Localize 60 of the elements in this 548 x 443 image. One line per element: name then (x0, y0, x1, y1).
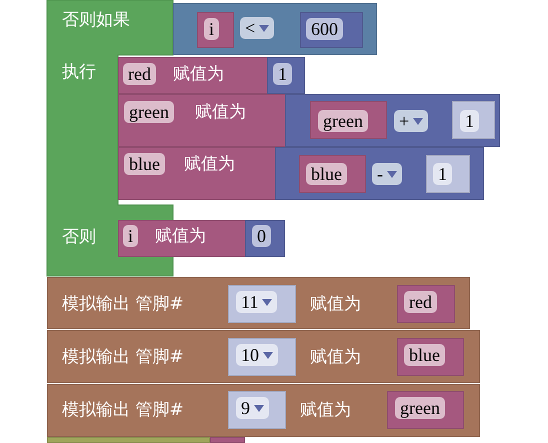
dropdown-field: 10 (236, 344, 278, 366)
variable-block (397, 285, 455, 323)
dropdown-field: - (372, 163, 402, 185)
variable-block (310, 101, 387, 139)
block-label: 赋值为 (310, 346, 361, 368)
pin-block (228, 391, 286, 429)
assign-block (118, 147, 276, 200)
block-label: 模拟输出 管脚# (62, 399, 184, 421)
block-label: 赋值为 (184, 153, 235, 175)
assign-block (118, 220, 246, 257)
number-value: 1 (273, 63, 292, 85)
variable-name: red (404, 291, 437, 313)
variable-block (397, 338, 464, 376)
block-label: 模拟输出 管脚# (62, 346, 184, 368)
number-block (267, 57, 305, 94)
arithmetic-block (275, 147, 484, 200)
analog-write-block (47, 384, 480, 437)
variable-name: green (318, 110, 368, 132)
dropdown-field: 9 (236, 397, 269, 419)
number-block (300, 12, 363, 48)
dropdown-field: < (240, 17, 274, 39)
variable-block (299, 155, 366, 193)
compare-block (173, 3, 377, 55)
analog-write-block (47, 330, 480, 383)
block-label: 执行 (62, 61, 96, 83)
number-block (245, 220, 285, 257)
number-block (452, 101, 495, 139)
variable-name: red (123, 63, 156, 85)
block-label: 否则 (62, 226, 96, 248)
assign-block (118, 57, 268, 94)
statement-block (47, 437, 210, 443)
number-value: 1 (433, 163, 452, 185)
variable-name: i (123, 225, 138, 247)
pin-block (228, 338, 296, 376)
variable-block (387, 391, 464, 429)
variable-name: blue (124, 153, 165, 175)
block-label: 赋值为 (195, 101, 246, 123)
number-value: 1 (460, 110, 479, 132)
arithmetic-block (285, 94, 500, 147)
block-label: 赋值为 (155, 225, 206, 247)
analog-write-block (47, 277, 470, 329)
number-block (426, 155, 470, 193)
variable-block (210, 437, 245, 443)
block-label: 赋值为 (300, 399, 351, 421)
variable-name: green (124, 101, 174, 123)
variable-name: blue (404, 344, 445, 366)
dropdown-field: 11 (236, 291, 278, 313)
dropdown-field: + (394, 110, 428, 132)
block-label: 赋值为 (173, 63, 224, 85)
variable-name: i (204, 18, 220, 40)
block-label: 模拟输出 管脚# (62, 293, 184, 315)
block-label: 赋值为 (310, 293, 361, 315)
variable-block (197, 12, 234, 48)
assign-block (118, 94, 286, 147)
number-value: 600 (306, 18, 343, 40)
variable-name: blue (306, 163, 347, 185)
number-value: 0 (252, 225, 271, 247)
pin-block (228, 285, 296, 323)
variable-name: green (395, 397, 445, 419)
block-label: 否则如果 (62, 9, 130, 31)
